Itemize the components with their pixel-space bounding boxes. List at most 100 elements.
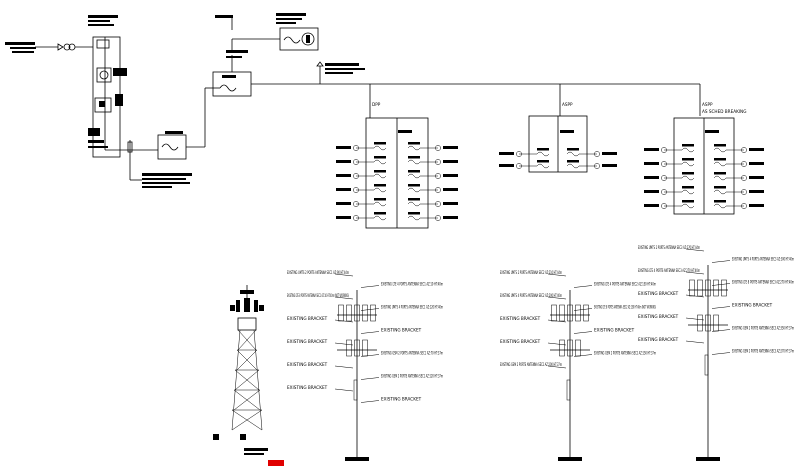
pole-label: EXISTING UMTS 2 PORTS ANTENNA SEC3 AZ:27… xyxy=(638,245,700,250)
pole-label: EXISTING GSM 2 PORTS ANTENNA SEC2 AZ:150… xyxy=(594,351,656,356)
aspp2-circuit xyxy=(644,172,764,181)
load-icon xyxy=(661,161,667,167)
pole-label: EXISTING GSM 2 PORTS ANTENNA SEC3 AZ:350… xyxy=(732,326,794,331)
pole-section: EXISTING UMTS 2 PORTS ANTENNA SEC2 AZ:21… xyxy=(500,270,656,461)
dpp-circuit xyxy=(336,212,458,221)
load-icon xyxy=(741,161,747,167)
pole-label: EXISTING LTE 8 PORTS ANTENNA SEC2 AZ:150… xyxy=(594,305,656,310)
pole-section: EXISTING UMTS 2 PORTS ANTENNA SEC3 AZ:27… xyxy=(638,245,794,461)
load-icon xyxy=(594,151,600,157)
pole-label: EXISTING BRACKET xyxy=(287,385,328,390)
load-icon xyxy=(353,159,359,165)
incoming-supply xyxy=(5,42,93,53)
load-icon xyxy=(353,201,359,207)
panel-aspp-1-tag: ASPP xyxy=(562,102,573,107)
pole-label: EXISTING BRACKET xyxy=(732,303,773,308)
scale-marker xyxy=(268,460,284,466)
dpp-circuit xyxy=(336,142,458,151)
dpp-circuit xyxy=(336,170,458,179)
aspp2-circuit xyxy=(644,186,764,195)
pole-label: EXISTING LTE 4 PORTS ANTENNA SEC2 AZ:150… xyxy=(594,282,656,287)
pole-label: EXISTING BRACKET xyxy=(287,362,328,367)
generator-icon xyxy=(301,32,315,46)
antenna-icon xyxy=(354,304,360,322)
aspp1-circuit xyxy=(499,160,617,169)
antenna-icon xyxy=(559,339,565,357)
generator-panel xyxy=(215,13,319,51)
pole-label: EXISTING LTE 4 PORTS ANTENNA SEC3 AZ:270… xyxy=(638,268,700,273)
main-meter-panel xyxy=(88,15,130,158)
antenna-icon xyxy=(705,314,711,332)
dpp-circuit xyxy=(336,184,458,193)
antenna-icon xyxy=(370,304,376,322)
pole-label: EXISTING BRACKET xyxy=(381,397,422,402)
antenna-icon xyxy=(338,304,344,322)
antenna-icon xyxy=(559,304,565,322)
pole-base xyxy=(558,457,582,461)
pole-label: EXISTING BRACKET xyxy=(381,328,422,333)
antenna-icon xyxy=(362,304,368,322)
pole-label: EXISTING UMTS 4 PORTS ANTENNA SEC2 AZ:20… xyxy=(500,293,562,298)
pole-label: EXISTING GSM 2 PORTS ANTENNA SEC1 AZ:70 … xyxy=(381,351,443,356)
pole-label: EXISTING GSM 2 PORTS ANTENNA SEC1 AZ:120… xyxy=(381,374,443,379)
antenna-icon xyxy=(689,279,695,297)
distribution-box xyxy=(205,50,700,97)
load-icon xyxy=(516,151,522,157)
antenna-icon xyxy=(713,279,719,297)
load-icon xyxy=(353,145,359,151)
antenna-icon xyxy=(704,354,709,376)
aspp2-circuit xyxy=(644,158,764,167)
pole-label: EXISTING GSM 2 PORTS ANTENNA SEC3 AZ:270… xyxy=(732,349,794,354)
aspp2-circuit xyxy=(644,200,764,209)
antenna-icon xyxy=(567,304,573,322)
load-icon xyxy=(741,189,747,195)
antenna-icon xyxy=(354,339,360,357)
pole-base xyxy=(696,457,720,461)
meter-icon xyxy=(99,70,109,80)
pole-label: EXISTING BRACKET xyxy=(287,339,328,344)
antenna-icon xyxy=(575,304,581,322)
load-icon xyxy=(661,203,667,209)
antenna-icon xyxy=(362,339,368,357)
aspp1-circuit xyxy=(499,148,617,157)
load-icon xyxy=(741,147,747,153)
antenna-icon xyxy=(705,279,711,297)
aspp2-circuit xyxy=(644,144,764,153)
load-icon xyxy=(516,163,522,169)
pole-label: EXISTING LTE 8 PORTS ANTENNA SEC3 AZ:270… xyxy=(732,280,794,285)
panel-aspp-2-subtitle: AS SCHED BREAKING xyxy=(702,109,746,114)
dpp-circuit xyxy=(336,198,458,207)
pole-label: EXISTING BRACKET xyxy=(594,328,635,333)
antenna-icon xyxy=(567,339,573,357)
load-icon xyxy=(435,145,441,151)
load-icon xyxy=(435,159,441,165)
pole-label: EXISTING BRACKET xyxy=(638,291,679,296)
load-icon xyxy=(435,187,441,193)
load-icon xyxy=(353,173,359,179)
pole-label: EXISTING BRACKET xyxy=(638,337,679,342)
load-icon xyxy=(435,215,441,221)
load-icon xyxy=(661,147,667,153)
panel-aspp-1: ASPP xyxy=(499,84,617,173)
pole-label: EXISTING GSM 2 PORTS ANTENNA SEC2 AZ:200… xyxy=(500,362,562,367)
antenna-poles: EXISTING UMTS 2 PORTS ANTENNA SEC1 AZ:90… xyxy=(287,245,794,461)
pole-label: EXISTING UMTS 2 PORTS ANTENNA SEC2 AZ:21… xyxy=(500,270,562,275)
antenna-icon xyxy=(583,304,589,322)
pole-label: EXISTING UMTS 4 PORTS ANTENNA SEC3 AZ:30… xyxy=(732,257,794,262)
panel-aspp-2: ASPP AS SCHED BREAKING xyxy=(644,84,764,215)
load-icon xyxy=(661,175,667,181)
antenna-icon xyxy=(697,279,703,297)
antenna-icon xyxy=(575,339,581,357)
lattice-tower xyxy=(213,285,284,466)
antenna-icon xyxy=(697,314,703,332)
pole-label: EXISTING BRACKET xyxy=(500,316,541,321)
load-icon xyxy=(741,203,747,209)
pole-label: EXISTING UMTS 2 PORTS ANTENNA SEC1 AZ:90… xyxy=(287,270,349,275)
pole-label: EXISTING BRACKET xyxy=(638,314,679,319)
arrow-icon xyxy=(57,43,64,51)
dpp-circuit xyxy=(336,156,458,165)
antenna-icon xyxy=(346,339,352,357)
antenna-icon xyxy=(551,304,557,322)
panel-aspp-2-tag: ASPP xyxy=(702,102,713,107)
